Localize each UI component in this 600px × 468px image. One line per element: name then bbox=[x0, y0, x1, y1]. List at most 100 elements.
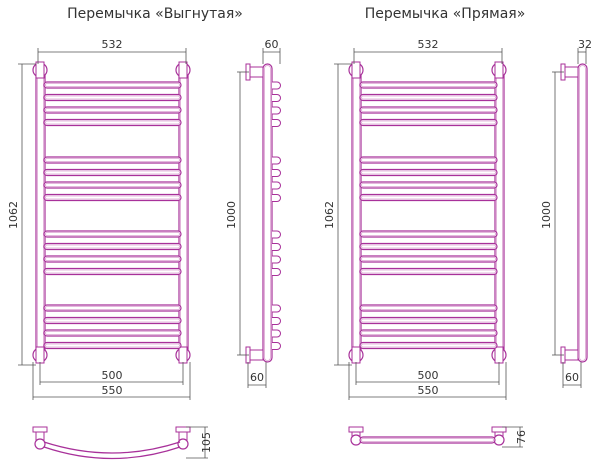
rung-inner bbox=[45, 108, 180, 112]
rung-inner bbox=[361, 95, 496, 100]
curved-jumper bbox=[43, 446, 181, 460]
rung bbox=[43, 341, 182, 350]
rung bbox=[359, 118, 498, 127]
post-fitting bbox=[178, 61, 188, 79]
rung-inner bbox=[361, 170, 496, 175]
valve-body bbox=[563, 349, 579, 361]
rung-inner bbox=[45, 95, 180, 100]
valve-body bbox=[248, 66, 264, 78]
dim-width-top: 532 bbox=[102, 38, 123, 51]
rung bbox=[43, 156, 182, 164]
rung bbox=[43, 106, 182, 114]
rung-inner bbox=[361, 269, 496, 274]
post-fitting bbox=[178, 346, 188, 364]
rung-inner bbox=[361, 343, 496, 348]
side-rung bbox=[272, 304, 281, 313]
dim-side-depth-top: 32 bbox=[578, 38, 592, 51]
rung bbox=[359, 181, 498, 189]
dim-axis-distance: 500 bbox=[102, 369, 123, 382]
straight-jumper-inner bbox=[361, 438, 494, 442]
side-rung bbox=[272, 230, 281, 239]
dim-bottom-depth: 105 bbox=[200, 432, 213, 453]
rung-inner bbox=[45, 269, 180, 274]
rung bbox=[43, 329, 182, 337]
rung-inner bbox=[361, 306, 496, 310]
rung bbox=[43, 81, 182, 89]
side-post-inner bbox=[579, 65, 586, 361]
rung-inner bbox=[361, 83, 496, 87]
rung-inner bbox=[45, 170, 180, 175]
side-rung bbox=[272, 94, 281, 102]
post-section bbox=[177, 438, 189, 450]
rung bbox=[359, 304, 498, 312]
dim-width-total: 550 bbox=[418, 384, 439, 397]
rung-inner bbox=[45, 306, 180, 310]
side-rung bbox=[272, 181, 281, 190]
side-rung bbox=[272, 317, 281, 325]
post-fitting bbox=[494, 346, 504, 364]
wall-flange bbox=[491, 426, 507, 433]
curved-jumper-inner bbox=[43, 441, 181, 454]
post-fitting bbox=[35, 61, 45, 79]
rung-inner bbox=[361, 257, 496, 261]
side-rung bbox=[272, 169, 281, 177]
rung-inner bbox=[361, 331, 496, 335]
rung bbox=[43, 193, 182, 202]
side-rung bbox=[272, 268, 281, 276]
rung bbox=[43, 255, 182, 263]
rung bbox=[43, 242, 182, 251]
rung bbox=[43, 230, 182, 238]
side-rung bbox=[272, 81, 281, 90]
rung-inner bbox=[361, 108, 496, 112]
side-rung bbox=[272, 119, 281, 127]
rung bbox=[359, 242, 498, 251]
side-post bbox=[262, 63, 273, 363]
rung-inner bbox=[45, 120, 180, 125]
rung bbox=[43, 93, 182, 102]
rung bbox=[359, 193, 498, 202]
rung-inner bbox=[45, 343, 180, 348]
rung-inner bbox=[361, 244, 496, 249]
side-post bbox=[577, 63, 588, 363]
valve-body bbox=[563, 66, 579, 78]
side-post-inner bbox=[264, 65, 271, 361]
rung bbox=[359, 329, 498, 337]
side-rung bbox=[272, 156, 281, 165]
rung bbox=[43, 304, 182, 312]
rung bbox=[359, 81, 498, 89]
rung bbox=[359, 267, 498, 276]
side-rung bbox=[272, 194, 281, 202]
rung-inner bbox=[45, 331, 180, 335]
dim-bottom-depth: 76 bbox=[515, 430, 528, 444]
rung bbox=[43, 181, 182, 189]
rung-inner bbox=[45, 318, 180, 323]
side-rung bbox=[272, 106, 281, 115]
side-rung bbox=[272, 243, 281, 251]
rung bbox=[43, 316, 182, 325]
rung-inner bbox=[45, 257, 180, 261]
wall-flange bbox=[175, 426, 191, 433]
side-rung bbox=[272, 255, 281, 264]
rung bbox=[43, 168, 182, 177]
rung bbox=[43, 267, 182, 276]
straight-jumper bbox=[359, 436, 496, 444]
post-fitting bbox=[351, 346, 361, 364]
rung-inner bbox=[361, 232, 496, 236]
title-straight: Перемычка «Прямая» bbox=[364, 6, 526, 22]
rung bbox=[359, 230, 498, 238]
dim-height-total: 1062 bbox=[323, 201, 336, 229]
dim-side-depth-top: 60 bbox=[265, 38, 279, 51]
rung bbox=[359, 341, 498, 350]
dim-width-top: 532 bbox=[418, 38, 439, 51]
post-fitting bbox=[35, 346, 45, 364]
dim-side-depth-bottom: 60 bbox=[250, 371, 264, 384]
rung bbox=[359, 316, 498, 325]
title-curved: Перемычка «Выгнутая» bbox=[67, 6, 243, 22]
wall-flange bbox=[348, 426, 364, 433]
rung-inner bbox=[361, 195, 496, 200]
rung-inner bbox=[45, 183, 180, 187]
dim-side-height: 1000 bbox=[540, 201, 553, 229]
dim-width-total: 550 bbox=[102, 384, 123, 397]
rung-inner bbox=[361, 318, 496, 323]
